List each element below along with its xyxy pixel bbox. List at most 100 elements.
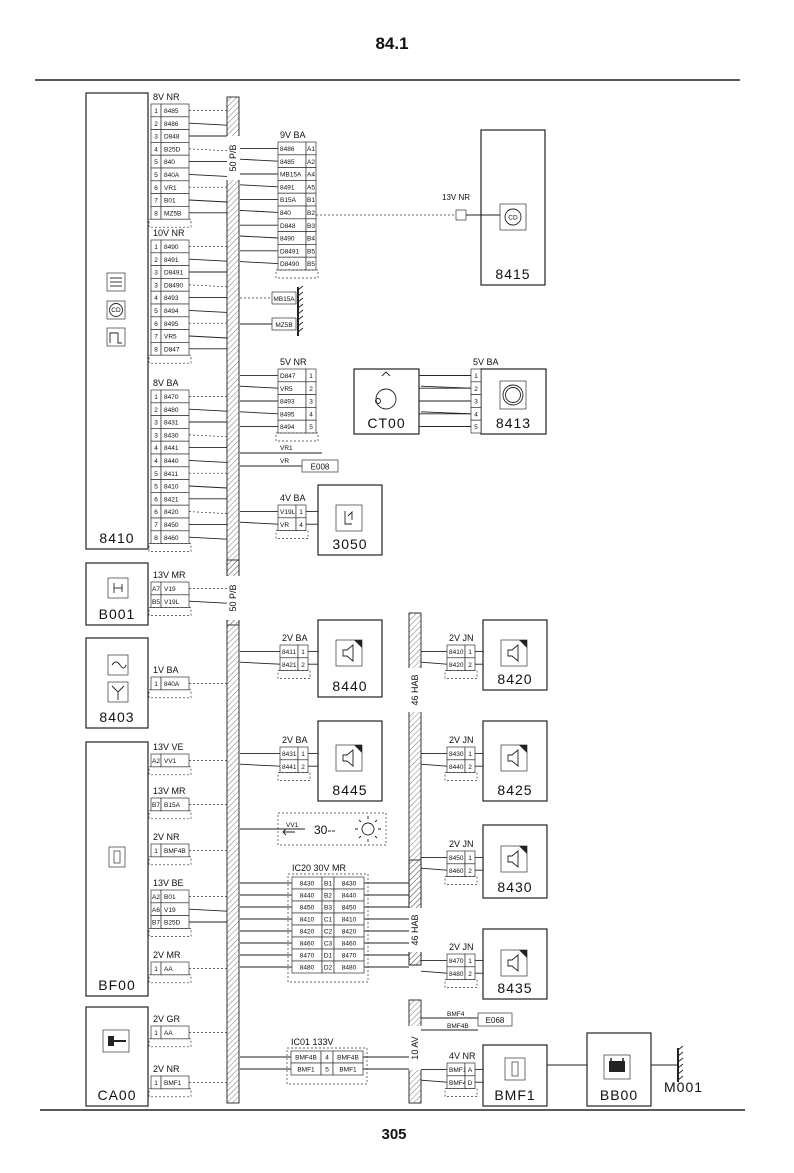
pin-number: A2 — [152, 758, 160, 765]
pin-number: 4 — [299, 522, 303, 529]
connector-label-kBF2: 13V MR — [153, 786, 186, 796]
ground-hatch — [297, 285, 304, 333]
ic20-text: 8480 — [342, 965, 357, 972]
pin-number: 2 — [468, 764, 472, 771]
pin-number: 3 — [154, 134, 158, 141]
wire-code: 8450 — [164, 522, 179, 529]
pin-number: B2 — [307, 210, 315, 217]
ic20-text: 8430 — [342, 881, 357, 888]
component-label-cCA00: CA00 — [97, 1087, 136, 1103]
component-cCA00 — [85, 1006, 149, 1107]
ic20-text: 8450 — [342, 905, 357, 912]
pin-number: A5 — [307, 184, 315, 191]
pin-number: 8 — [154, 346, 158, 353]
wire-code: V19L — [280, 509, 296, 516]
component-label-c3050: 3050 — [332, 536, 367, 552]
pin-number: 5 — [474, 424, 478, 431]
pin-number: A — [468, 1067, 473, 1074]
wire-code: 8431 — [282, 751, 297, 758]
connector-label-k8410a: 8V NR — [153, 92, 180, 102]
pin-number: A7 — [152, 586, 160, 593]
wire-code: VR5 — [164, 334, 177, 341]
pin-number: B5 — [307, 248, 315, 255]
wire-code: 8490 — [164, 244, 179, 251]
pin-number: 1 — [468, 855, 472, 862]
ic20-text: C2 — [324, 929, 333, 936]
connector-label-kBF1: 13V VE — [153, 742, 184, 752]
wire-code: VR — [280, 522, 289, 529]
wire-code: D847 — [280, 373, 296, 380]
wire-code: MZ5B — [164, 210, 181, 217]
pin-number: 3 — [474, 399, 478, 406]
e068-label: E068 — [486, 1016, 505, 1025]
pin-number: 5 — [154, 471, 158, 478]
ic01-cell — [332, 1062, 364, 1076]
ic20-text: 8470 — [300, 953, 315, 960]
wire-code: 8495 — [164, 321, 179, 328]
harness-bus-main-bot — [226, 559, 240, 1104]
wire-code: 8411 — [282, 649, 296, 656]
speaker-icons — [335, 639, 528, 977]
pin-number: 1 — [468, 958, 472, 965]
wire-code: 8493 — [280, 399, 295, 406]
pin-number: 3 — [154, 282, 158, 289]
pin-number: 1 — [301, 649, 305, 656]
pin-number: 1 — [299, 509, 303, 516]
component-label-c8413: 8413 — [496, 415, 531, 431]
pin-number: A6 — [152, 907, 160, 914]
pin-number: 5 — [154, 484, 158, 491]
wire-code: 840A — [164, 172, 180, 179]
e008-vr1: VR1 — [280, 445, 293, 452]
pulse-icon — [109, 332, 122, 344]
ic01-text: 4 — [325, 1055, 329, 1062]
wire-code: BMF4 — [449, 1080, 467, 1087]
pin-number: 3 — [154, 420, 158, 427]
pin-number: 1 — [154, 1080, 158, 1087]
wire-code: V19 — [164, 907, 176, 914]
wire-code: 8493 — [164, 295, 179, 302]
wire-code: 8486 — [280, 146, 295, 153]
tweeter-icon — [500, 949, 528, 977]
pin-number: B7 — [152, 920, 160, 927]
wire-code: MB15A — [280, 172, 302, 179]
ic20-text: 8420 — [300, 929, 315, 936]
pin-number: 4 — [154, 295, 158, 302]
wire-code: 8494 — [280, 424, 295, 431]
pin-number: 7 — [154, 198, 158, 205]
component-label-c8430: 8430 — [497, 879, 532, 895]
pin-number: 2 — [468, 662, 472, 669]
ic20-frame — [287, 873, 369, 983]
ic20-text: 8450 — [300, 905, 315, 912]
e008-label: E008 — [311, 463, 330, 472]
pin-number: 1 — [154, 394, 158, 401]
wire-code: AA — [164, 1030, 173, 1037]
switch-icon — [107, 577, 129, 599]
pin-number: 7 — [154, 334, 158, 341]
ic20-label: IC20 30V MR — [292, 863, 347, 873]
wire-code: 8480 — [449, 971, 464, 978]
ic20-text: 8470 — [342, 953, 357, 960]
e008-vr: VR — [280, 458, 289, 465]
ic20-text: C1 — [324, 917, 333, 924]
fuse-bmf1-icon — [504, 1057, 526, 1081]
ic20-text: 8460 — [342, 941, 357, 948]
wire-code: B01 — [164, 894, 176, 901]
antenna-icon — [107, 654, 129, 703]
component-label-c8445: 8445 — [332, 782, 367, 798]
connector-label-kBMF1: 4V NR — [449, 1051, 476, 1061]
wire-code: 8410 — [164, 484, 179, 491]
component-label-c8420: 8420 — [497, 671, 532, 687]
wire-code: B15A — [164, 802, 181, 809]
wire-code: VV1 — [164, 758, 177, 765]
ic20-text: C3 — [324, 941, 333, 948]
ic20-text: 8410 — [300, 917, 315, 924]
pin-number: B3 — [307, 223, 315, 230]
ic20-text: D1 — [324, 953, 333, 960]
pin-number: B5 — [152, 599, 160, 606]
arrow-icon — [282, 828, 295, 836]
ic01-text: BMF1 — [297, 1067, 315, 1074]
connector-label-kBF3: 2V NR — [153, 832, 180, 842]
wire-code: 8440 — [449, 764, 464, 771]
wire-code: 8470 — [164, 394, 179, 401]
connector-label-k8410c: 8V BA — [153, 378, 179, 388]
